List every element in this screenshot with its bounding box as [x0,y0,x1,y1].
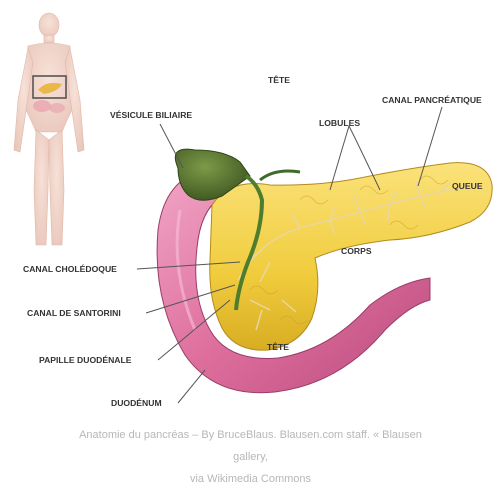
human-body-figure [14,13,84,245]
label-vesicule-biliaire: VÉSICULE BILIAIRE [110,110,192,120]
label-canal-choledoque: CANAL CHOLÉDOQUE [23,264,117,274]
label-tete-top: TÊTE [268,74,290,85]
caption-line-3: via Wikimedia Commons [0,468,501,490]
label-tete-head: TÊTE [267,341,289,352]
caption-line-1: Anatomie du pancréas – By BruceBlaus. Bl… [0,424,501,446]
label-papille-duodenale: PAPILLE DUODÉNALE [39,355,132,365]
label-canal-de-santorini: CANAL DE SANTORINI [27,308,121,318]
label-canal-pancreatique: CANAL PANCRÉATIQUE [382,95,482,105]
illustration-svg: TÊTE VÉSICULE BILIAIRE LOBULES CANAL PAN… [0,0,501,425]
caption-line-2: gallery, [0,446,501,468]
label-corps: CORPS [341,246,372,256]
label-queue: QUEUE [452,181,483,191]
image-caption: Anatomie du pancréas – By BruceBlaus. Bl… [0,424,501,490]
label-duodenum: DUODÉNUM [111,398,162,408]
label-lobules: LOBULES [319,118,360,128]
pancreas-anatomy-illustration: TÊTE VÉSICULE BILIAIRE LOBULES CANAL PAN… [0,0,501,425]
